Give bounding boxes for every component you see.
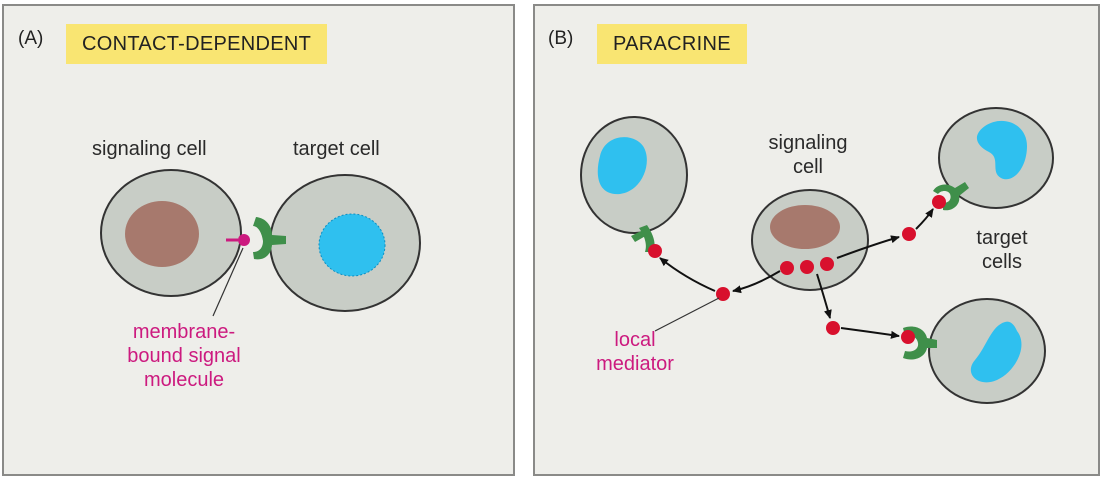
panel-a-tag: (A) <box>18 28 44 49</box>
mediator-1 <box>780 261 794 275</box>
target-cells-label: target cells <box>962 226 1042 274</box>
mediator-8 <box>826 321 840 335</box>
arrow-to-bottom-mediator <box>816 273 832 319</box>
signal-label-line-1: membrane- <box>132 321 236 343</box>
paracrine-signaling-label-line-2: cell <box>792 156 823 178</box>
paracrine-illustration <box>580 107 1054 404</box>
mediator-5 <box>648 244 662 258</box>
local-mediator-group <box>648 195 946 344</box>
mediator-pointer-line <box>654 297 720 332</box>
target-cell-top-right-nucleus <box>976 120 1027 180</box>
mediator-3 <box>820 257 834 271</box>
mediator-6 <box>902 227 916 241</box>
signaling-cell-nucleus <box>125 201 199 267</box>
local-mediator-label: local mediator <box>580 328 690 376</box>
target-cell-nucleus <box>318 213 386 277</box>
target-cells-label-line-1: target <box>976 227 1028 249</box>
paracrine-signaling-cell-nucleus <box>770 205 840 249</box>
mediator-label-line-1: local <box>614 329 656 351</box>
receptor-top-right <box>933 182 969 211</box>
paracrine-signaling-cell-label: signaling cell <box>753 131 863 179</box>
mediator-2 <box>800 260 814 274</box>
arrow-to-left-mediator <box>732 270 781 294</box>
arrow-to-bottom-right-cell <box>840 327 900 339</box>
signal-label-line-2: bound signal <box>127 345 241 367</box>
panel-contact-dependent: (A) CONTACT-DEPENDENT signaling cell tar… <box>2 4 515 476</box>
panel-a-title: CONTACT-DEPENDENT <box>66 24 328 64</box>
panel-paracrine: (B) PARACRINE <box>533 4 1100 476</box>
receptor <box>253 217 286 260</box>
mediator-label-line-2: mediator <box>596 353 674 375</box>
arrow-to-top-right-cell <box>915 208 934 230</box>
receptor-top-left <box>631 225 655 252</box>
signal-pointer-line <box>212 247 244 317</box>
mediator-4 <box>716 287 730 301</box>
paracrine-signaling-label-line-1: signaling <box>768 132 848 154</box>
target-cell-bottom-right-nucleus <box>970 321 1022 383</box>
signal-label-line-3: molecule <box>143 369 225 391</box>
membrane-bound-signal-molecule <box>238 234 250 246</box>
arrow-to-right-mediator <box>836 235 900 259</box>
panel-b-tag: (B) <box>548 28 574 49</box>
target-cell-label: target cell <box>293 138 380 160</box>
target-cells-label-line-2: cells <box>981 251 1022 273</box>
mediator-9 <box>901 330 915 344</box>
mediator-7 <box>932 195 946 209</box>
signaling-cell-label: signaling cell <box>92 138 207 160</box>
contact-dependent-illustration <box>100 169 421 317</box>
arrow-to-top-left-cell <box>659 257 716 292</box>
membrane-bound-signal-molecule-label: membrane- bound signal molecule <box>104 320 264 392</box>
panel-b-title: PARACRINE <box>597 24 747 64</box>
target-cell-top-left-nucleus <box>597 137 647 195</box>
